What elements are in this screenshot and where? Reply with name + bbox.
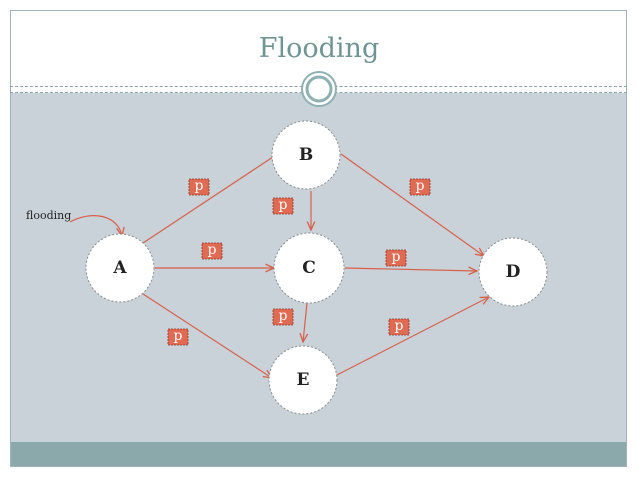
packet-e-d: p	[388, 318, 410, 336]
node-e-label: E	[297, 370, 310, 390]
packet-a-c: p	[201, 242, 223, 260]
node-c: C	[273, 232, 345, 304]
edges-layer	[69, 151, 489, 378]
node-c-label: C	[302, 258, 316, 278]
edge-a-b	[142, 151, 282, 244]
packet-b-d: p	[409, 178, 431, 196]
edge-a-e	[142, 293, 272, 378]
edge-e-d	[332, 297, 489, 378]
packet-a-c-label: p	[208, 242, 217, 258]
packet-c-d-label: p	[392, 249, 401, 265]
packet-b-c-label: p	[279, 197, 288, 213]
node-a-label: A	[112, 258, 127, 278]
node-d: D	[478, 237, 548, 307]
node-a: A	[85, 233, 155, 303]
edge-b-d	[340, 153, 484, 256]
edge-c-e	[303, 302, 307, 342]
footer-bar	[11, 442, 626, 466]
node-b: B	[271, 120, 341, 190]
packet-c-d: p	[385, 249, 407, 267]
packet-c-e: p	[272, 308, 294, 326]
packet-a-e: p	[167, 328, 189, 346]
packet-a-b: p	[188, 178, 210, 196]
node-b-label: B	[299, 145, 313, 165]
packet-a-b-label: p	[195, 178, 204, 194]
flooding-annotation: flooding	[26, 209, 71, 222]
flooding-annotation-arrow	[69, 215, 122, 236]
packet-a-e-label: p	[174, 328, 183, 344]
node-e: E	[268, 345, 338, 415]
slide-title: Flooding	[258, 33, 380, 64]
node-d-label: D	[506, 262, 521, 282]
packet-b-c: p	[272, 197, 294, 215]
edge-c-d	[344, 268, 477, 271]
packet-e-d-label: p	[395, 318, 404, 334]
packet-b-d-label: p	[416, 178, 425, 194]
title-ornament-icon	[301, 71, 337, 107]
packet-c-e-label: p	[279, 308, 288, 324]
